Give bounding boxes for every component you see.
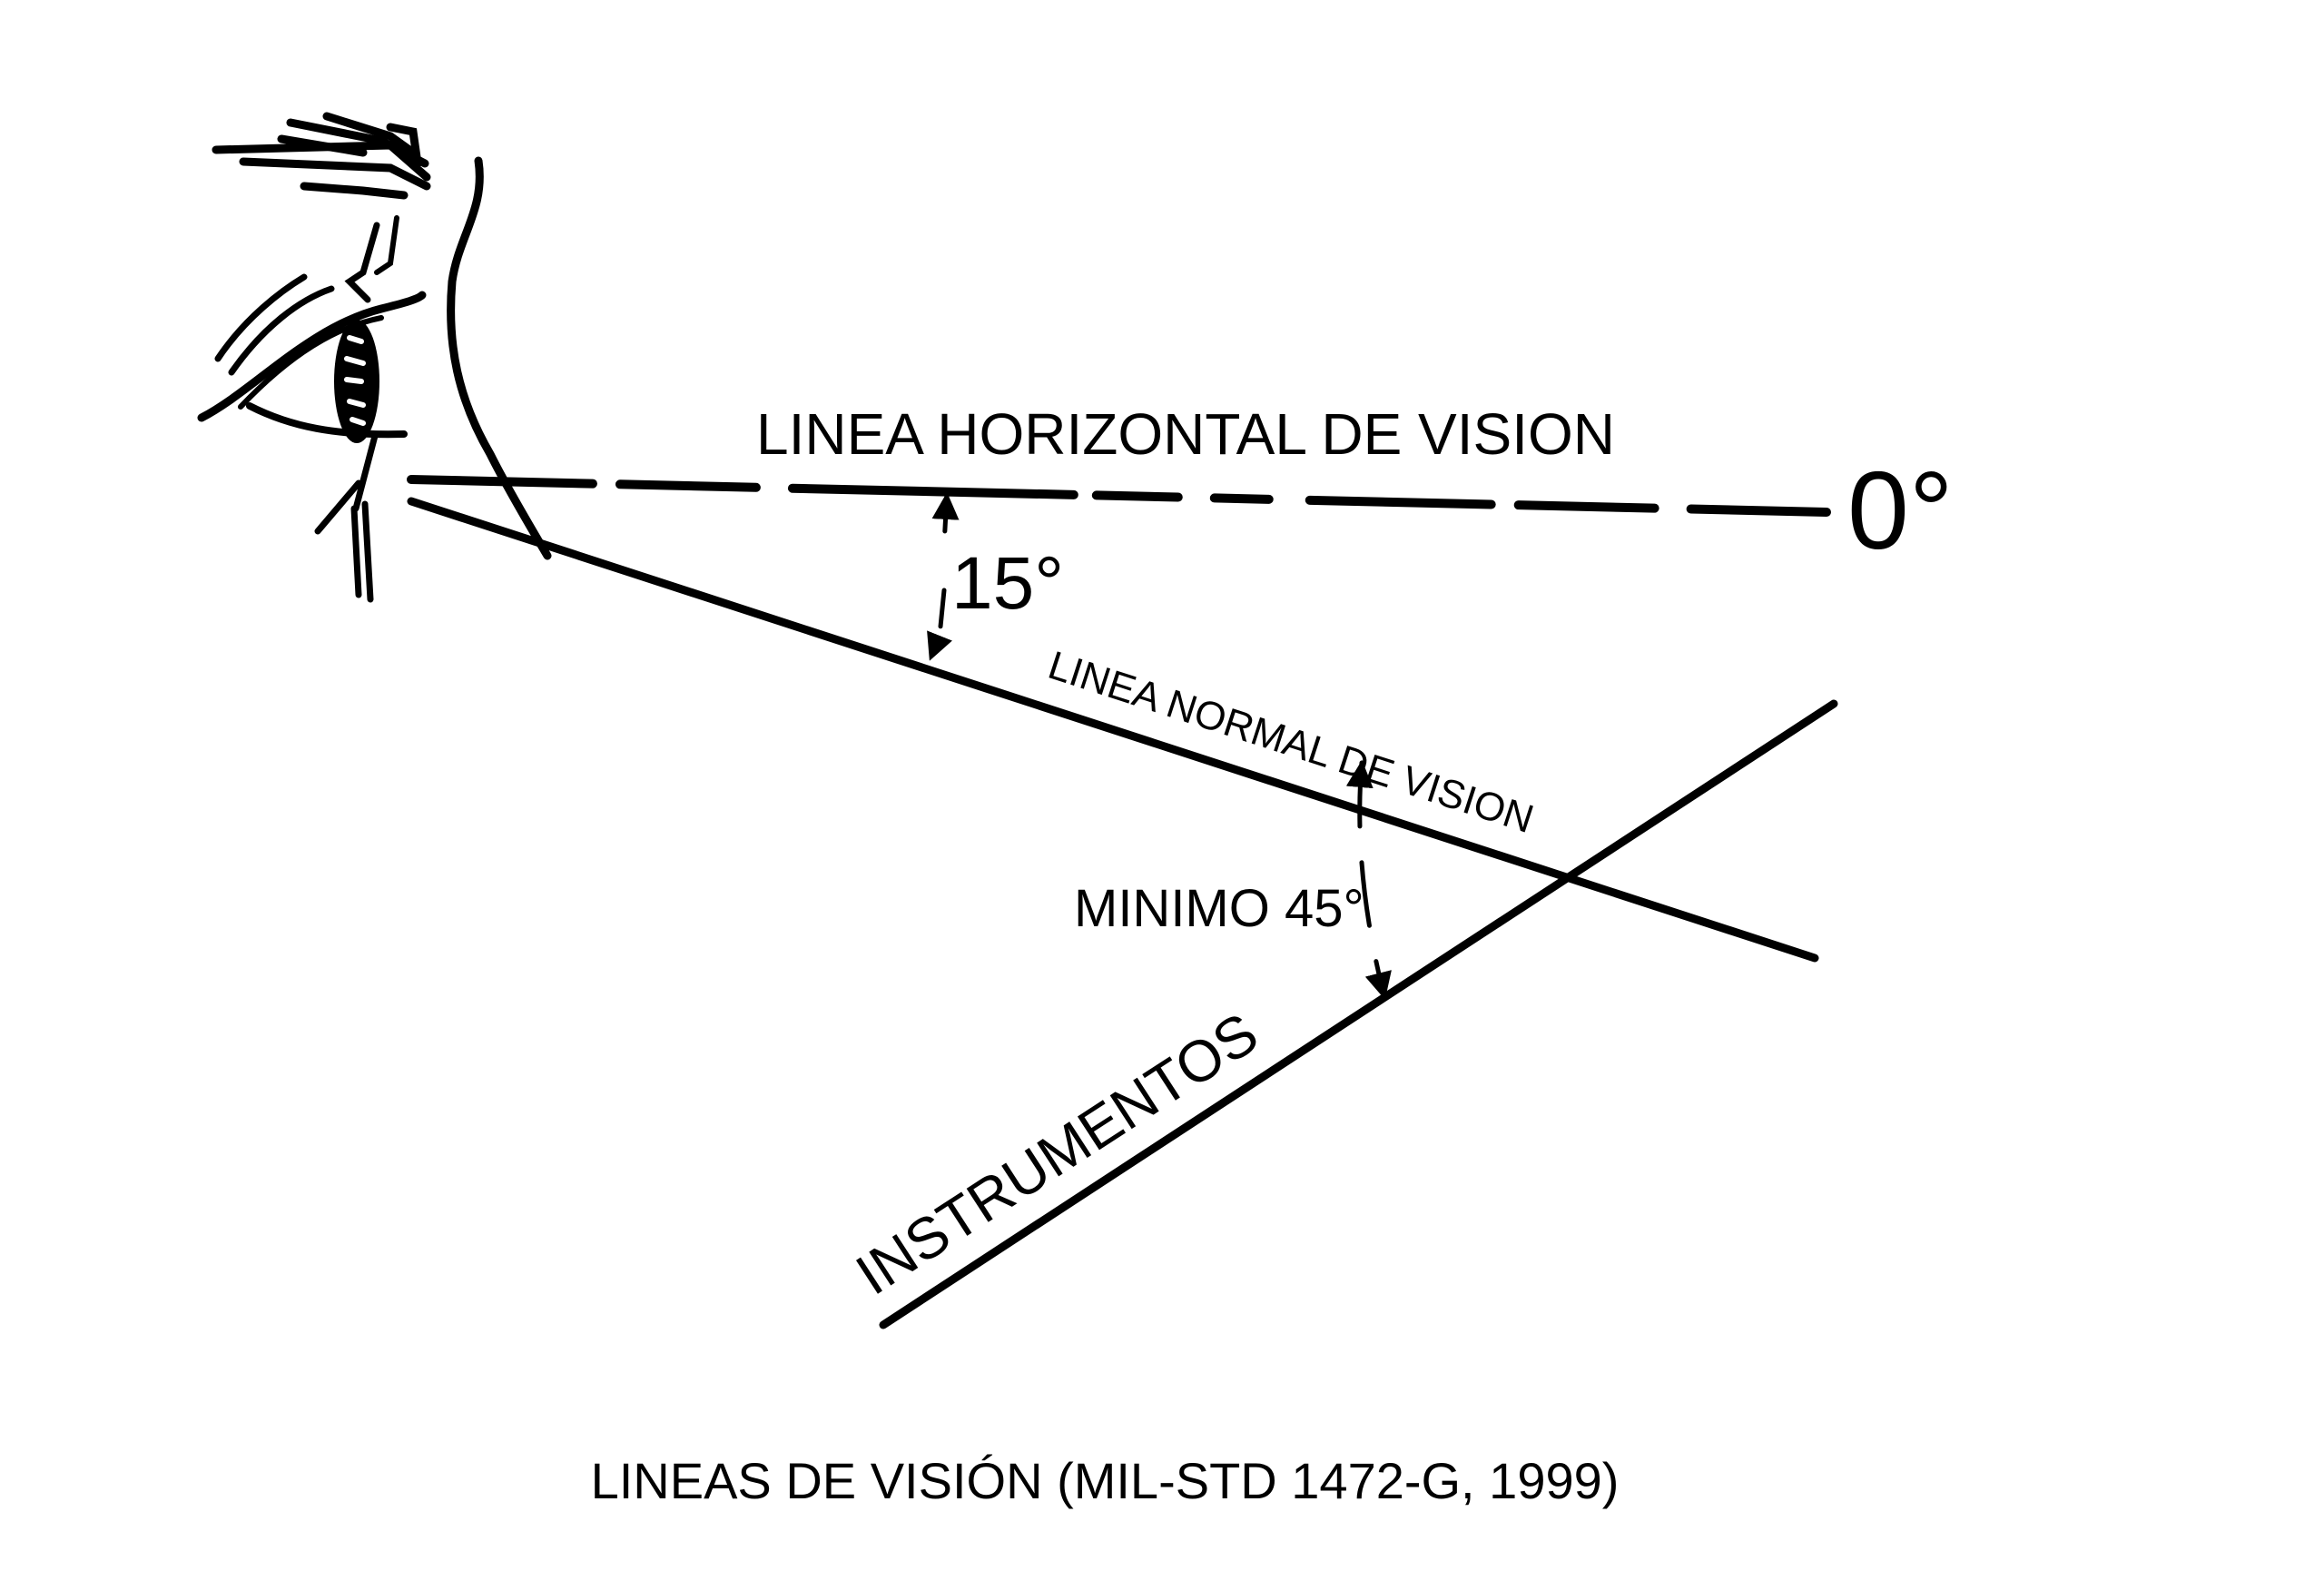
horizontal-line-label: LINEA HORIZONTAL DE VISION (756, 401, 1615, 467)
upper-eyelid-crease-2 (228, 285, 335, 376)
eye-profile-illustration (197, 112, 552, 603)
upper-eyelid-inner (238, 315, 384, 410)
fifteen-degrees-label: 15° (951, 542, 1064, 625)
zero-degrees-label: 0° (1847, 449, 1954, 572)
figure-caption: LINEAS DE VISIÓN (MIL-STD 1472-G, 1999) (591, 1452, 1620, 1509)
fifteen-degree-arrow (931, 495, 947, 658)
eye-socket-line (344, 222, 380, 303)
instruments-label: INSTRUMENTOS (844, 1000, 1269, 1308)
eye-socket-line-2 (374, 215, 399, 275)
instruments-line (879, 699, 1838, 1329)
eyebrow (212, 112, 431, 200)
nose-line (447, 156, 552, 560)
normal-line-of-sight (407, 497, 1819, 963)
minimum-angle-label: MINIMO 45° (1074, 879, 1364, 938)
lower-eyelid (246, 402, 408, 439)
iris-highlight (344, 335, 366, 426)
cheek-line (314, 432, 379, 603)
normal-line-label: LINEA NORMAL DE VISION (1043, 643, 1539, 842)
horizontal-line-of-sight (407, 475, 1831, 517)
upper-eyelid (197, 291, 427, 422)
upper-eyelid-crease (214, 273, 308, 362)
forty-five-degree-arrow (1345, 760, 1392, 1000)
